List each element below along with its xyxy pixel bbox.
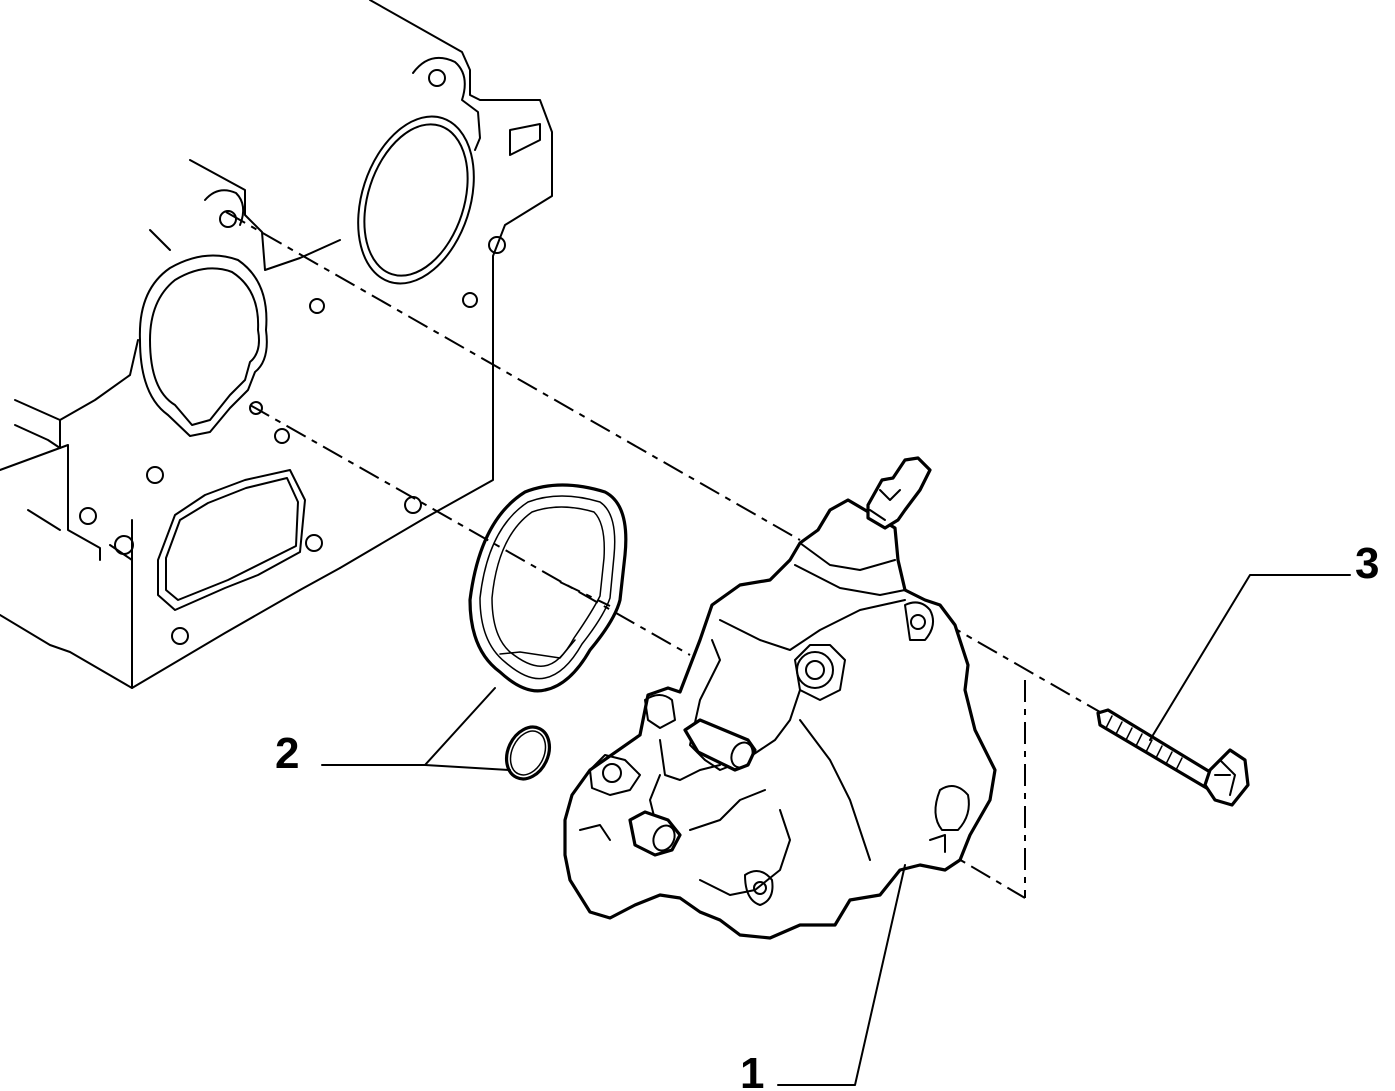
- callout-number-2: 2: [275, 729, 299, 778]
- flange-gasket: [468, 483, 628, 693]
- callout-number-1: 1: [740, 1049, 764, 1091]
- engine-housing: [0, 0, 553, 689]
- callout-leader-lines: [321, 574, 1351, 1086]
- callout-number-3: 3: [1355, 539, 1379, 588]
- o-ring: [504, 725, 552, 781]
- high-pressure-pump: [563, 456, 997, 940]
- hex-bolt: [1096, 708, 1250, 807]
